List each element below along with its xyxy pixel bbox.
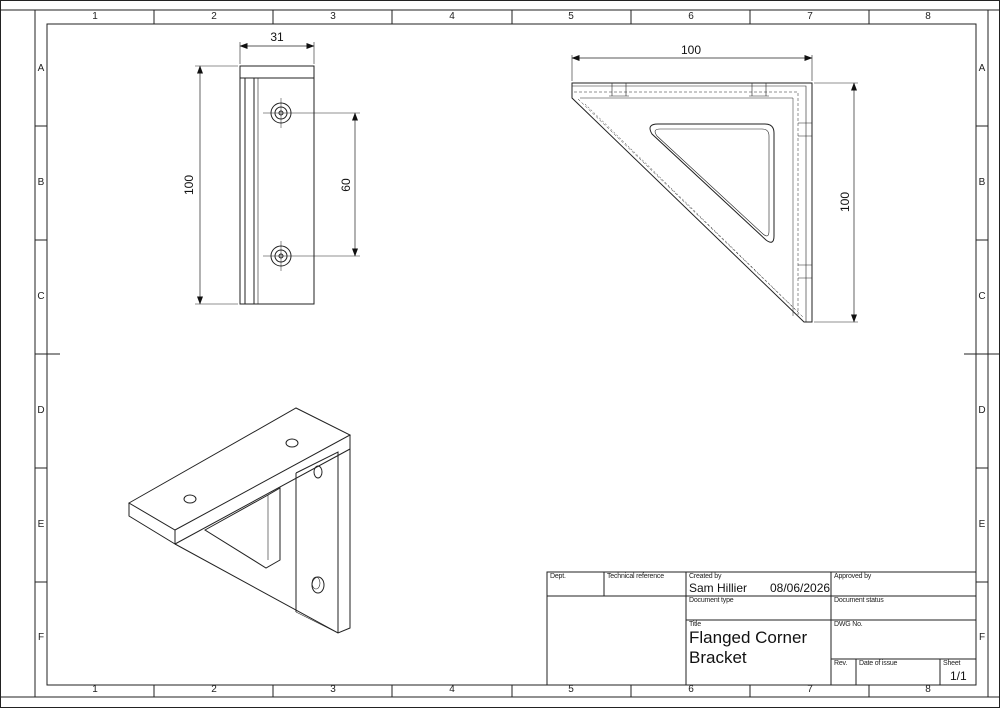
zone-row-a-right: A (978, 63, 986, 74)
created-date-value: 08/06/2026 (770, 581, 831, 595)
side-view (195, 42, 360, 305)
drawing-title-line-2: Bracket (689, 648, 747, 667)
rev-label: Rev. (834, 660, 848, 667)
zone-row-b-right: B (978, 177, 986, 188)
dim-side-width: 31 (270, 30, 284, 44)
inner-frame (46, 23, 977, 686)
drawing-title-line-1: Flanged Corner (689, 628, 808, 647)
zone-col-4: 4 (449, 11, 455, 22)
zone-col-7-bottom: 7 (807, 684, 813, 695)
zone-col-1-bottom: 1 (92, 684, 98, 695)
zone-col-7: 7 (807, 11, 813, 22)
zone-col-5-bottom: 5 (568, 684, 574, 695)
tech-ref-label: Technical reference (607, 573, 664, 580)
dim-front-height: 100 (838, 192, 852, 212)
zone-row-c: C (37, 291, 45, 302)
zone-col-2: 2 (211, 11, 217, 22)
zone-col-3: 3 (330, 11, 336, 22)
dept-label: Dept. (550, 573, 566, 580)
hole-upper (263, 98, 299, 128)
zone-col-8: 8 (925, 11, 931, 22)
sheet-value: 1/1 (950, 669, 967, 683)
zone-row-e-right: E (978, 519, 986, 530)
created-by-value: Sam Hillier (689, 581, 748, 595)
hole-lower (263, 241, 299, 271)
dim-side-height: 100 (182, 175, 196, 195)
zone-row-d: D (37, 405, 45, 416)
date-issue-label: Date of issue (859, 660, 898, 667)
zone-row-b: B (37, 177, 45, 188)
approved-by-label: Approved by (834, 573, 872, 580)
zone-row-a: A (37, 63, 45, 74)
zone-row-e: E (37, 519, 45, 530)
zone-col-1: 1 (92, 11, 98, 22)
zone-col-5: 5 (568, 11, 574, 22)
dwg-no-label: DWG No. (834, 621, 863, 628)
dim-hole-spacing: 60 (339, 178, 353, 192)
isometric-view (128, 407, 352, 634)
zone-col-3-bottom: 3 (330, 684, 336, 695)
title-label: Title (689, 621, 701, 628)
zone-col-6: 6 (688, 11, 694, 22)
zone-ticks (0, 9, 1000, 698)
zone-row-c-right: C (978, 291, 986, 302)
zone-row-f: F (37, 632, 45, 643)
dim-front-width: 100 (681, 43, 701, 57)
zone-col-2-bottom: 2 (211, 684, 217, 695)
zone-col-8-bottom: 8 (925, 684, 931, 695)
zone-row-d-right: D (978, 405, 986, 416)
zone-col-4-bottom: 4 (449, 684, 455, 695)
sheet-label: Sheet (943, 660, 961, 667)
zone-row-f-right: F (978, 632, 986, 643)
created-by-label: Created by (689, 573, 722, 580)
doc-status-label: Document status (834, 597, 884, 604)
zone-col-6-bottom: 6 (688, 684, 694, 695)
doc-type-label: Document type (689, 597, 734, 604)
title-block-frame (546, 571, 977, 686)
front-view (571, 55, 858, 323)
